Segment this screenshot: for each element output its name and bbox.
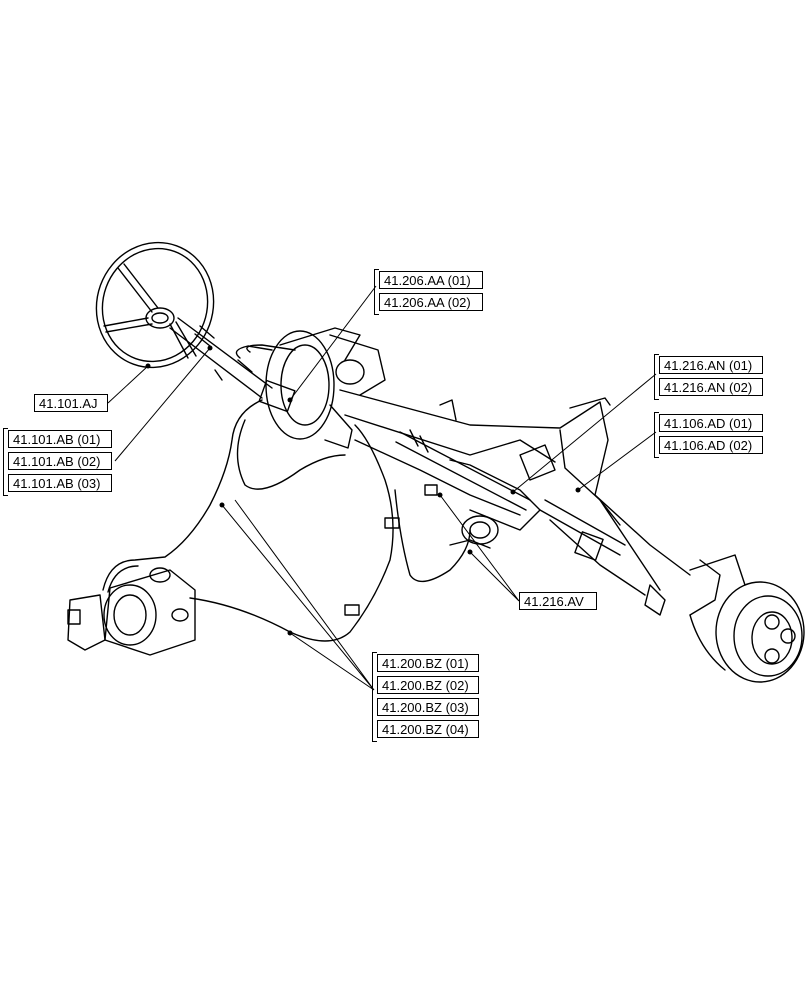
callout-label[interactable]: 41.216.AN (01): [659, 356, 763, 374]
callout-bracket: [374, 269, 379, 315]
callout-bracket: [372, 652, 377, 742]
leader-lines: [107, 285, 657, 691]
wheel-hub: [644, 554, 805, 683]
callout-label[interactable]: 41.101.AB (03): [8, 474, 112, 492]
callout-label[interactable]: 41.101.AB (02): [8, 452, 112, 470]
steering-cylinder: [395, 429, 626, 561]
hydraulic-hoses: [102, 344, 471, 642]
callout-label[interactable]: 41.101.AJ: [34, 394, 108, 412]
steering-column: [169, 317, 296, 413]
callout-label[interactable]: 41.216.AN (02): [659, 378, 763, 396]
callout-label[interactable]: 41.206.AA (02): [379, 293, 483, 311]
steering-wheel: [95, 241, 215, 369]
callout-label[interactable]: 41.106.AD (01): [659, 414, 763, 432]
callout-label[interactable]: 41.200.BZ (04): [377, 720, 479, 738]
callout-label[interactable]: 41.200.BZ (02): [377, 676, 479, 694]
hydraulic-pump: [67, 567, 196, 656]
callout-bracket: [3, 428, 8, 496]
leader-dots: [145, 345, 581, 636]
axle-beam: [339, 389, 691, 596]
callout-label[interactable]: 41.200.BZ (01): [377, 654, 479, 672]
callout-bracket: [654, 354, 659, 400]
callout-label[interactable]: 41.216.AV: [519, 592, 597, 610]
callout-label[interactable]: 41.200.BZ (03): [377, 698, 479, 716]
callout-label[interactable]: 41.106.AD (02): [659, 436, 763, 454]
callout-bracket: [654, 412, 659, 458]
callout-label[interactable]: 41.101.AB (01): [8, 430, 112, 448]
callout-label[interactable]: 41.206.AA (01): [379, 271, 483, 289]
steering-valve: [265, 327, 386, 449]
